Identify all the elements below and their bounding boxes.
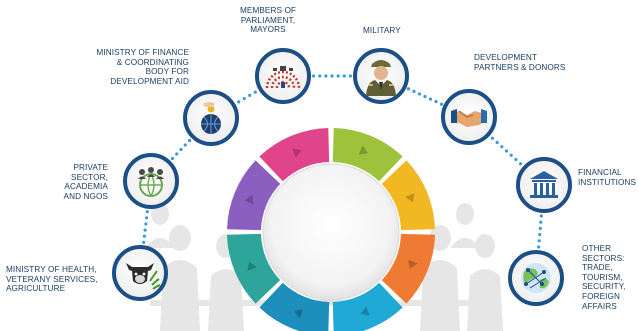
connector-dot [539,220,543,224]
ring-segment [381,233,435,304]
ring-arrow [360,306,370,316]
connector-dot [179,147,183,152]
ring-arrow [294,309,304,319]
connector-dot [428,97,433,101]
connector-dot [490,136,495,140]
center-circle [262,163,400,301]
handshake-icon [451,109,487,127]
connector-dot [142,234,146,238]
connector-dot [248,93,252,97]
ring-segment [259,282,330,331]
ring-segments [227,128,435,331]
connector-dot [538,233,542,237]
connector-dot [142,240,146,244]
connector-dot [495,140,499,145]
label-private: PRIVATE SECTOR, ACADEMIA AND NGOS [63,163,108,201]
people-globe-icon [138,167,164,197]
ring-segment [227,233,281,304]
connector-dot [342,74,346,78]
ring-arrow [408,259,418,269]
connector-dot [143,228,147,232]
soldier-icon [366,60,396,96]
connector-dot [537,239,541,243]
ring-segment [332,128,403,182]
connector-dot [312,74,316,78]
connector-dot [539,214,543,218]
connector-dot [145,216,149,220]
node-health [112,245,168,301]
connector-dot [237,100,241,104]
node-partners [441,89,497,145]
connector-dot [183,143,187,147]
node-financial [516,157,572,213]
label-partners: DEVELOPMENT PARTNERS & DONORS [474,53,566,72]
connector-dot [318,74,322,78]
connector-dot [242,97,246,101]
ring-arrow [244,195,254,205]
connector-dot [423,94,427,99]
ring-arrow [247,261,257,271]
ring-arrow [358,145,368,155]
connector-dot [324,74,328,78]
connector-dot [336,74,340,78]
node-parliament [255,48,311,104]
label-parliament: MEMBERS OF PARLIAMENT, MAYORS [239,6,297,35]
node-private [123,153,179,209]
connector-dot [330,74,334,78]
ring-arrows [244,145,418,319]
connector-dot [537,245,541,249]
label-health: MINISTRY OF HEALTH, VETERANY SERVICES, A… [6,265,98,294]
node-military [353,48,409,104]
connector-dot [187,138,192,143]
ring-segment [259,128,330,182]
connector-dot [538,226,542,230]
connector-dot [144,222,148,226]
ring-arrow [405,193,415,203]
world-network-icon [521,263,551,293]
connector-dot [518,162,523,166]
label-finance: MINISTRY OF FINANCE & COORDINATING BODY … [96,48,189,86]
ring-segment [332,282,403,331]
connector-dot [253,90,257,94]
connector-dot [170,156,175,161]
connector-dot [175,152,179,156]
connector-dot [145,210,149,214]
node-finance [183,90,239,146]
connector-dot [348,74,352,78]
connector-dots [142,74,543,249]
label-military: MILITARY [363,26,401,35]
label-other: OTHER SECTORS: TRADE, TOURISM, SECURITY,… [582,244,626,311]
ring-segment [227,160,281,231]
connector-dot [504,149,509,153]
cow-icon [126,263,161,290]
connector-dot [439,102,444,106]
node-other [508,250,564,306]
connector-dot [417,92,422,96]
connector-dot [412,89,416,93]
bank-icon [530,171,558,198]
connector-dot [434,100,438,104]
connector-dot [500,145,504,149]
hand-coin-icon [201,102,221,134]
connector-dot [406,87,411,91]
parliament-icon [265,66,301,89]
label-financial: FINANCIAL INSTITUTIONS [578,168,637,187]
ring-arrow [292,148,302,158]
connector-dot [509,153,513,157]
ring-segment [381,160,435,231]
connector-dot [514,157,518,162]
